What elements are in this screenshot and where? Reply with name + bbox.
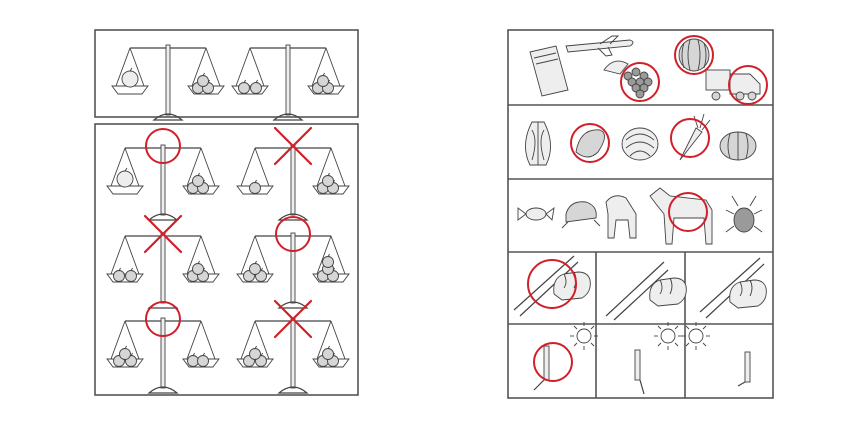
right-worksheet bbox=[507, 29, 774, 399]
answer-scale-4 bbox=[236, 216, 350, 309]
chopsticks-hand-2 bbox=[605, 261, 687, 321]
circle-mark bbox=[275, 216, 311, 252]
circle-mark bbox=[145, 128, 181, 164]
answer-scale-2 bbox=[236, 126, 350, 221]
answer-scale-5 bbox=[106, 301, 220, 394]
chopsticks-hand-1 bbox=[513, 255, 591, 317]
circle-mark-carrot-icon bbox=[670, 118, 710, 158]
circle-mark-horse-icon bbox=[668, 192, 708, 232]
grapes-icon bbox=[603, 60, 653, 99]
scale-example-2 bbox=[231, 44, 345, 121]
answer-scale-6 bbox=[236, 299, 350, 394]
sweet-potato-icon bbox=[575, 129, 605, 158]
goldfish-icon bbox=[517, 206, 555, 221]
answer-box bbox=[94, 123, 359, 396]
cross-mark bbox=[143, 214, 183, 254]
cross-mark bbox=[273, 126, 313, 166]
circle-mark-watermelon-icon bbox=[674, 35, 714, 75]
cabbage-icon bbox=[621, 127, 659, 161]
example-box bbox=[94, 29, 359, 118]
circle-mark-truck-icon bbox=[728, 65, 768, 105]
circle-mark-chopsticks-hand-1 bbox=[527, 259, 577, 309]
circle-mark-sweet-potato-icon bbox=[570, 123, 610, 163]
sun-shadow-3 bbox=[681, 321, 751, 387]
airplane-icon bbox=[565, 35, 634, 57]
circle-mark-sun-shadow-1 bbox=[533, 342, 573, 382]
scale-example-1 bbox=[111, 44, 225, 121]
circle-mark bbox=[145, 301, 181, 337]
cross-mark bbox=[273, 299, 313, 339]
answer-scale-1 bbox=[106, 128, 220, 221]
chopsticks-hand-3 bbox=[699, 257, 767, 319]
pumpkin-icon bbox=[719, 131, 757, 161]
left-worksheet bbox=[94, 29, 359, 396]
napa-cabbage-icon bbox=[525, 121, 551, 166]
beetle-icon bbox=[725, 195, 763, 233]
circle-mark-grapes-icon bbox=[620, 62, 660, 102]
truck-icon bbox=[705, 69, 761, 101]
carrot-icon bbox=[679, 113, 711, 161]
watermelon-icon bbox=[678, 38, 710, 72]
book-icon bbox=[529, 45, 569, 97]
dog-icon bbox=[605, 195, 637, 239]
sun-shadow-1 bbox=[533, 321, 599, 391]
frog-icon bbox=[561, 201, 601, 229]
answer-scale-3 bbox=[106, 214, 220, 309]
horse-icon bbox=[649, 187, 713, 245]
sun-shadow-2 bbox=[634, 321, 683, 395]
